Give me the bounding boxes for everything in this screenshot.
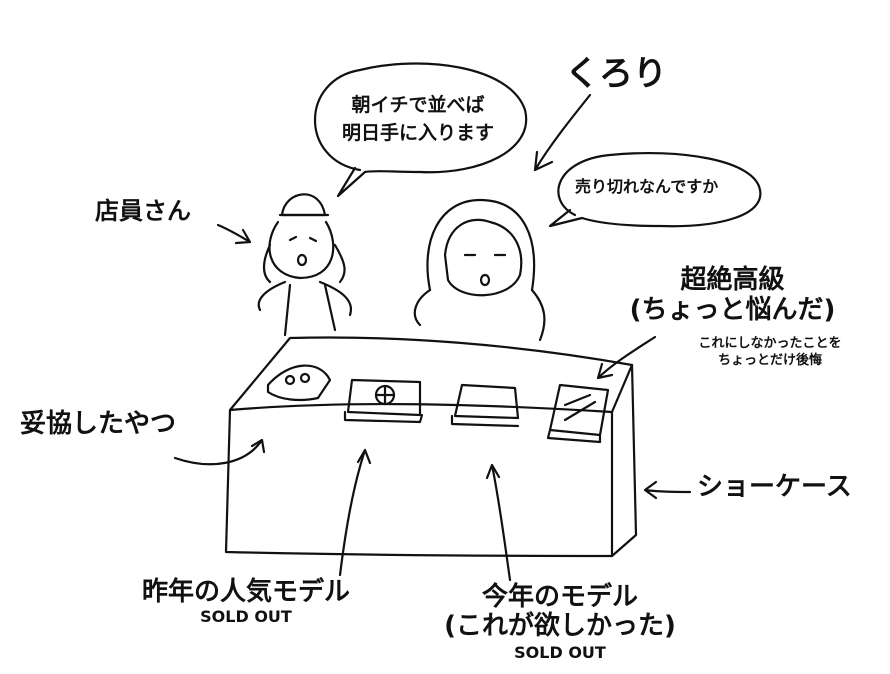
kurori-figure bbox=[413, 198, 546, 342]
clerk-figure bbox=[257, 193, 353, 337]
this-year-title: 今年のモデル bbox=[481, 582, 638, 612]
compromise-label: 妥協したやつ bbox=[20, 409, 177, 439]
arrow-showcase bbox=[643, 480, 692, 500]
premium-note-line1: これにしなかったことを bbox=[698, 336, 842, 351]
last-year-status: SOLD OUT bbox=[200, 606, 292, 626]
speech-bubble-clerk bbox=[314, 62, 528, 198]
last-year-title: 昨年の人気モデル bbox=[141, 577, 350, 607]
clerk-name-label: 店員さん bbox=[95, 197, 191, 225]
item-premium bbox=[546, 383, 610, 444]
arrow-compromise bbox=[173, 438, 266, 466]
item-this-year-model bbox=[450, 383, 520, 428]
speech-bubble-kurori bbox=[548, 152, 762, 228]
clerk-speech-text: 朝イチで並べば 明日手に入ります bbox=[318, 94, 518, 145]
arrow-last-year bbox=[338, 448, 372, 577]
premium-note: これにしなかったことを ちょっとだけ後悔 bbox=[670, 336, 870, 370]
clerk-speech-line1: 朝イチで並べば bbox=[351, 94, 485, 116]
this-year-label: 今年のモデル (これが欲しかった) SOLD OUT bbox=[420, 583, 700, 662]
showcase-label: ショーケース bbox=[697, 472, 852, 502]
premium-title: 超絶高級 bbox=[680, 265, 785, 295]
clerk-speech-line2: 明日手に入ります bbox=[341, 121, 494, 144]
premium-subtitle: (ちょっと悩んだ) bbox=[629, 294, 836, 325]
this-year-status: SOLD OUT bbox=[514, 643, 606, 663]
arrow-premium bbox=[596, 335, 657, 380]
arrow-this-year bbox=[485, 463, 512, 582]
kurori-speech-text: 売り切れなんですか bbox=[575, 177, 719, 196]
premium-label: 超絶高級 (ちょっと悩んだ) bbox=[605, 265, 860, 326]
last-year-label: 昨年の人気モデル SOLD OUT bbox=[115, 577, 377, 626]
arrow-kurori bbox=[533, 93, 592, 172]
item-compromise bbox=[266, 364, 332, 402]
kurori-name-label: くろり bbox=[565, 54, 667, 94]
this-year-subtitle: (これが欲しかった) bbox=[444, 610, 676, 641]
item-last-year-model bbox=[343, 378, 424, 424]
showcase-box bbox=[224, 336, 638, 558]
arrow-clerk bbox=[216, 223, 252, 245]
premium-note-line2: ちょっとだけ後悔 bbox=[717, 352, 822, 368]
